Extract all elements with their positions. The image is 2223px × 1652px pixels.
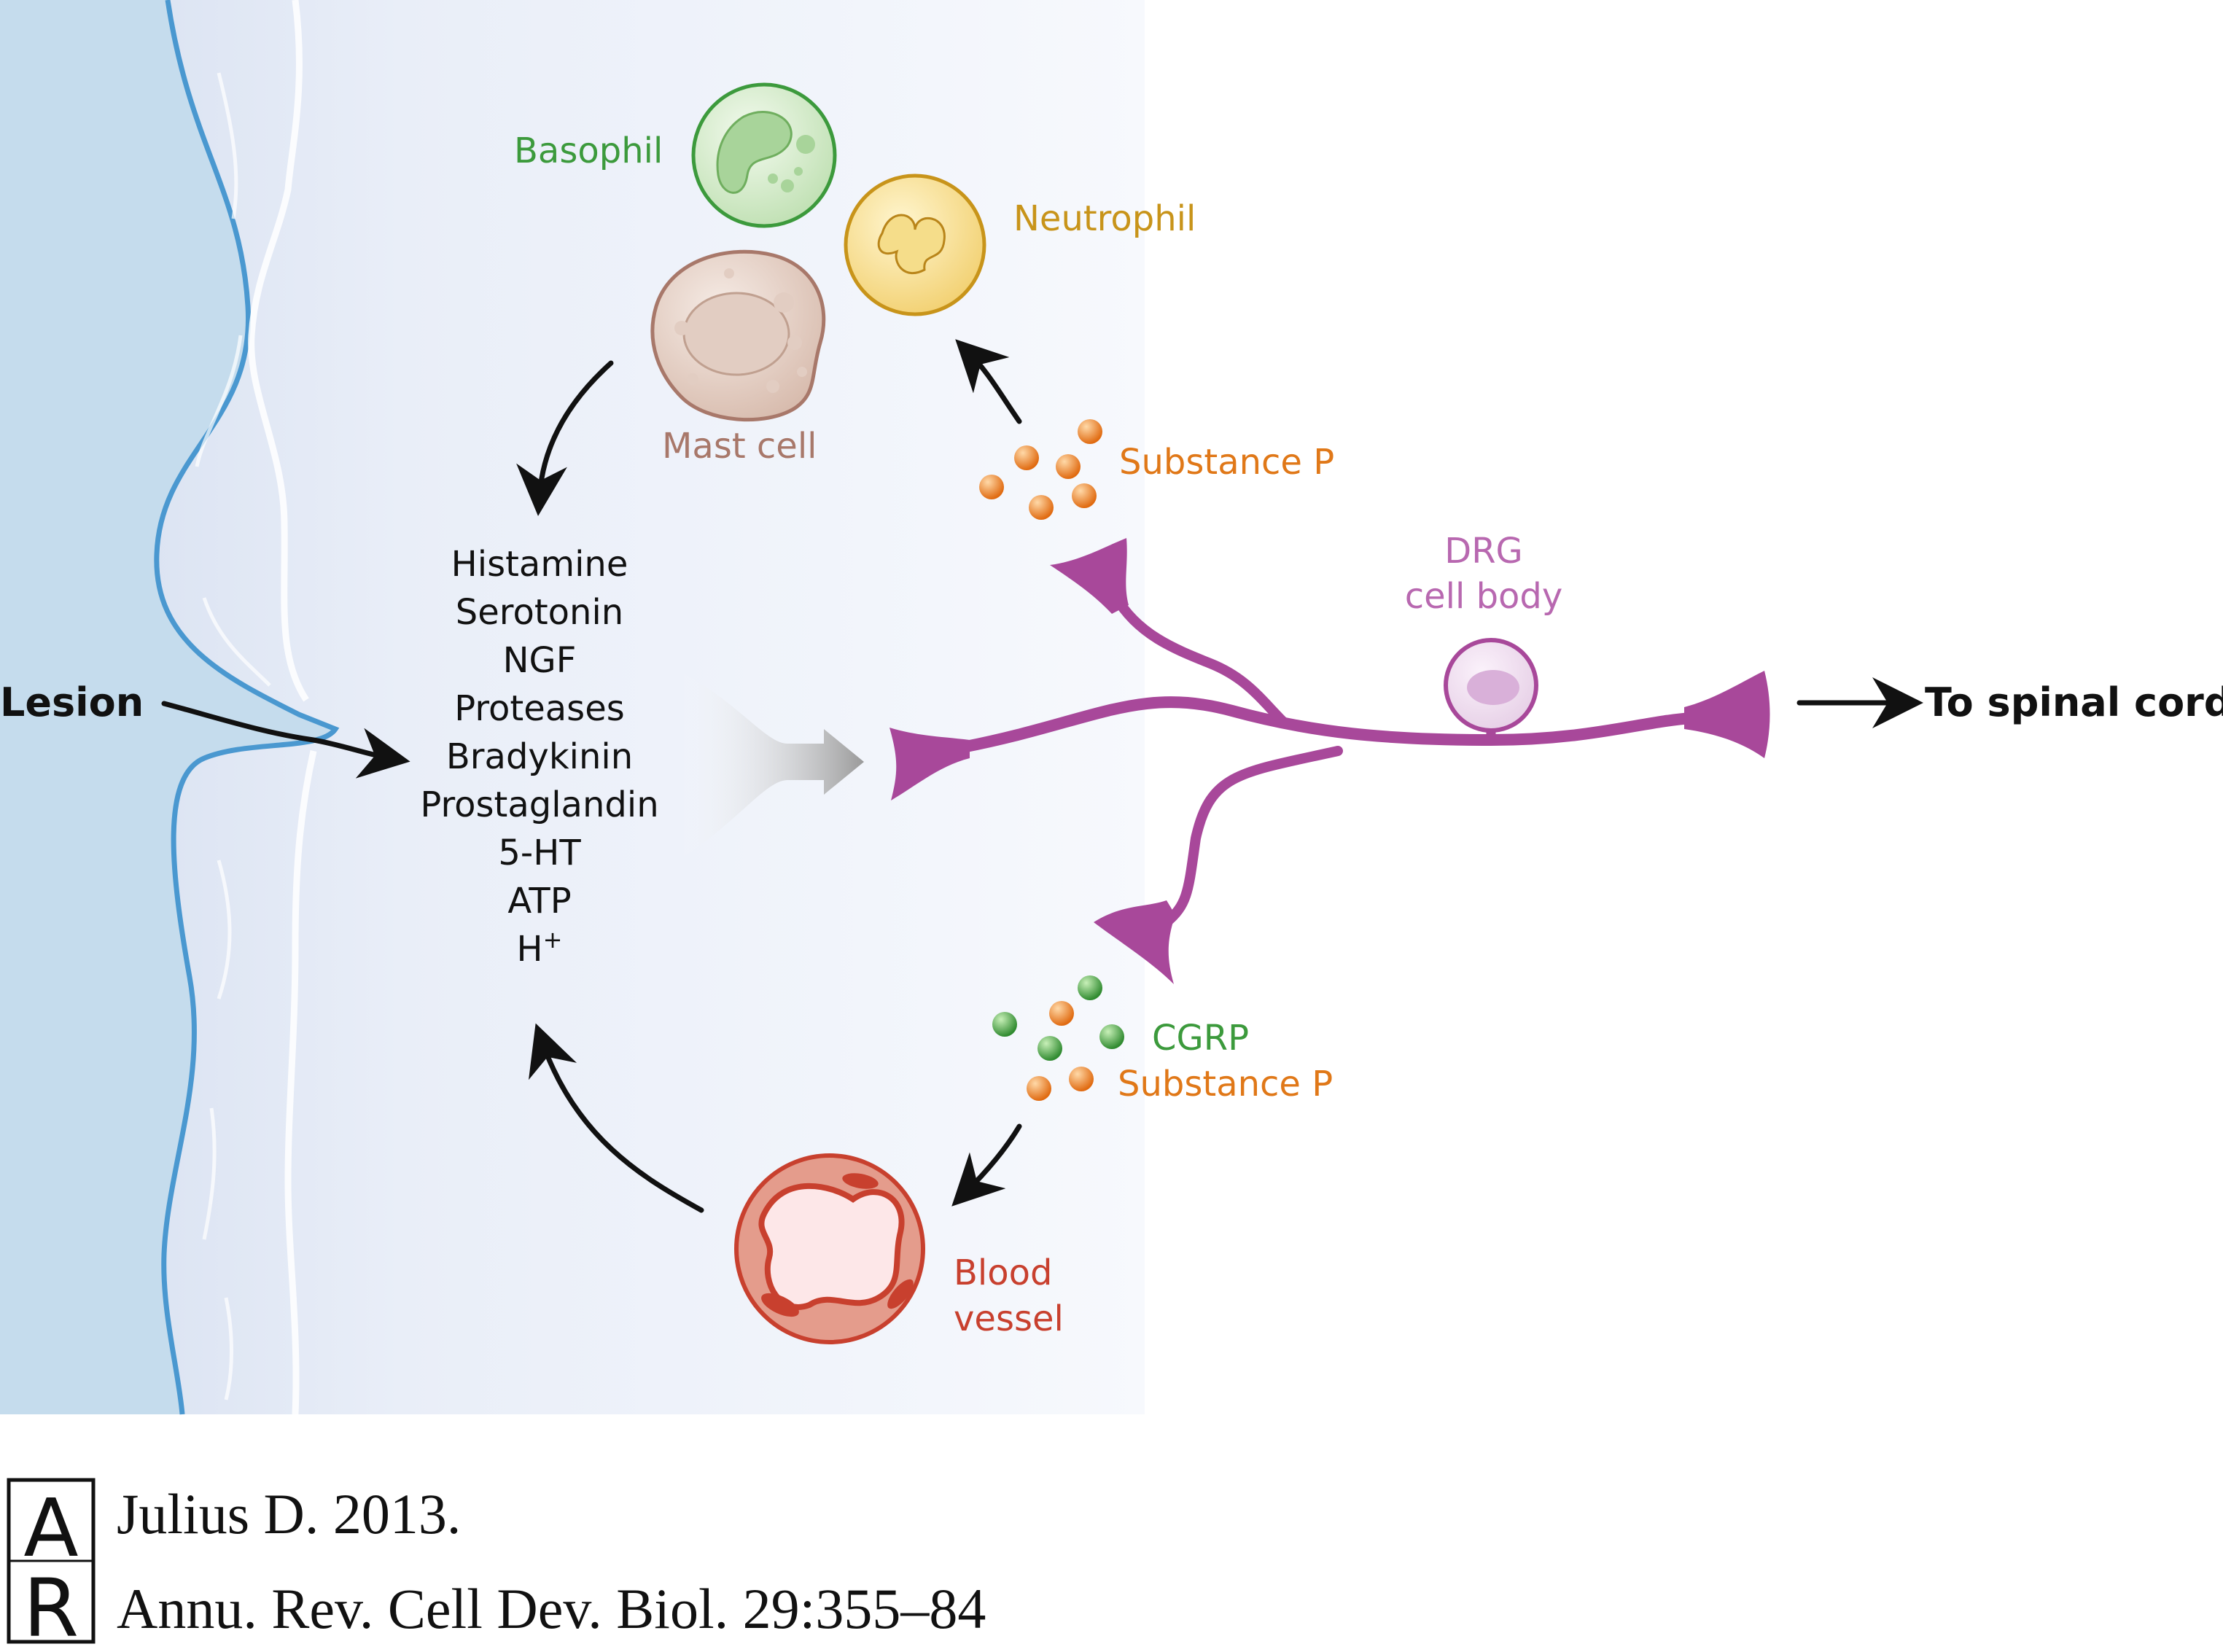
- basophil-cell: [691, 82, 837, 228]
- annual-reviews-logo: A R: [7, 1478, 96, 1645]
- citation-author: Julius D. 2013.: [117, 1482, 462, 1546]
- substance-p-particle: [1069, 1067, 1094, 1091]
- mast-cell-label: Mast cell: [662, 426, 817, 467]
- mediator-item: Proteases: [454, 688, 624, 729]
- arrow-lesion: [161, 701, 410, 779]
- citation-journal: Annu. Rev. Cell Dev. Biol. 29:355–84: [117, 1577, 986, 1640]
- nerve-terminal-bottom: [1094, 900, 1175, 984]
- cgrp-particle: [1037, 1036, 1062, 1061]
- nerve-terminal-top: [1050, 538, 1129, 614]
- proton-superscript: +: [543, 926, 563, 954]
- mediator-item: Serotonin: [456, 592, 623, 633]
- proton-symbol: H: [517, 929, 543, 970]
- substance-p-particle: [1027, 1076, 1051, 1101]
- skin-texture: [195, 72, 271, 1400]
- skin-layer: [0, 0, 335, 1414]
- nerve-terminal-left: [889, 728, 970, 800]
- substance-p-particle: [1029, 495, 1054, 520]
- mediator-item: Prostaglandin: [420, 784, 658, 825]
- arrow-substance-p-to-neutrophil: [955, 339, 1022, 424]
- substance-p-particle: [1078, 419, 1102, 444]
- substance-p-particle: [1014, 445, 1039, 470]
- substance-p-particle: [1049, 1001, 1074, 1026]
- mast-cell: [650, 249, 826, 422]
- nerve-terminals: [889, 538, 1770, 984]
- particle-group: [979, 419, 1124, 1101]
- svg-text:R: R: [23, 1562, 79, 1645]
- drg-cell-body: [1444, 638, 1538, 733]
- cgrp-label: CGRP: [1152, 1018, 1249, 1059]
- cgrp-particle: [992, 1012, 1017, 1037]
- arrow-mast-to-mediators: [516, 360, 614, 516]
- mediator-item: Histamine: [451, 544, 628, 585]
- substance-p-particle: [1056, 454, 1081, 479]
- cgrp-particle: [1078, 975, 1102, 1000]
- substance-p-particle: [979, 475, 1004, 499]
- drg-label-line1: DRG: [1444, 531, 1523, 572]
- basophil-label: Basophil: [514, 130, 663, 171]
- mediator-item: Bradykinin: [446, 736, 633, 777]
- mediator-arrow: [678, 671, 864, 860]
- nerve-terminal-right: [1684, 671, 1770, 758]
- arrow-cgrp-to-vessel: [951, 1123, 1022, 1207]
- to-spinal-cord-label: To spinal cord: [1925, 679, 2223, 725]
- lesion-label: Lesion: [0, 679, 144, 725]
- substance-p-top-label: Substance P: [1119, 442, 1334, 483]
- mediator-item-proton: H+: [517, 926, 563, 970]
- substance-p-particle: [1072, 483, 1097, 508]
- flow-arrows: [161, 339, 1923, 1213]
- mediator-item: ATP: [507, 881, 571, 922]
- skin-inner-edge: [248, 0, 309, 702]
- arrow-vessel-to-mediators: [529, 1023, 704, 1213]
- svg-text:A: A: [23, 1481, 78, 1575]
- substance-p-bottom-label: Substance P: [1118, 1064, 1333, 1104]
- blood-vessel: [734, 1153, 925, 1344]
- cgrp-particle: [1099, 1024, 1124, 1049]
- blood-vessel-label-line2: vessel: [954, 1298, 1064, 1339]
- neutrophil-cell: [844, 174, 986, 316]
- blood-vessel-label-line1: Blood: [954, 1252, 1052, 1293]
- neutrophil-label: Neutrophil: [1013, 198, 1196, 239]
- mediator-item: NGF: [503, 640, 577, 681]
- mediator-list: Histamine Serotonin NGF Proteases Bradyk…: [420, 544, 658, 970]
- skin-inner-edge-lower: [284, 750, 317, 1415]
- mediator-item: 5-HT: [498, 833, 581, 873]
- drg-label-line2: cell body: [1405, 576, 1563, 617]
